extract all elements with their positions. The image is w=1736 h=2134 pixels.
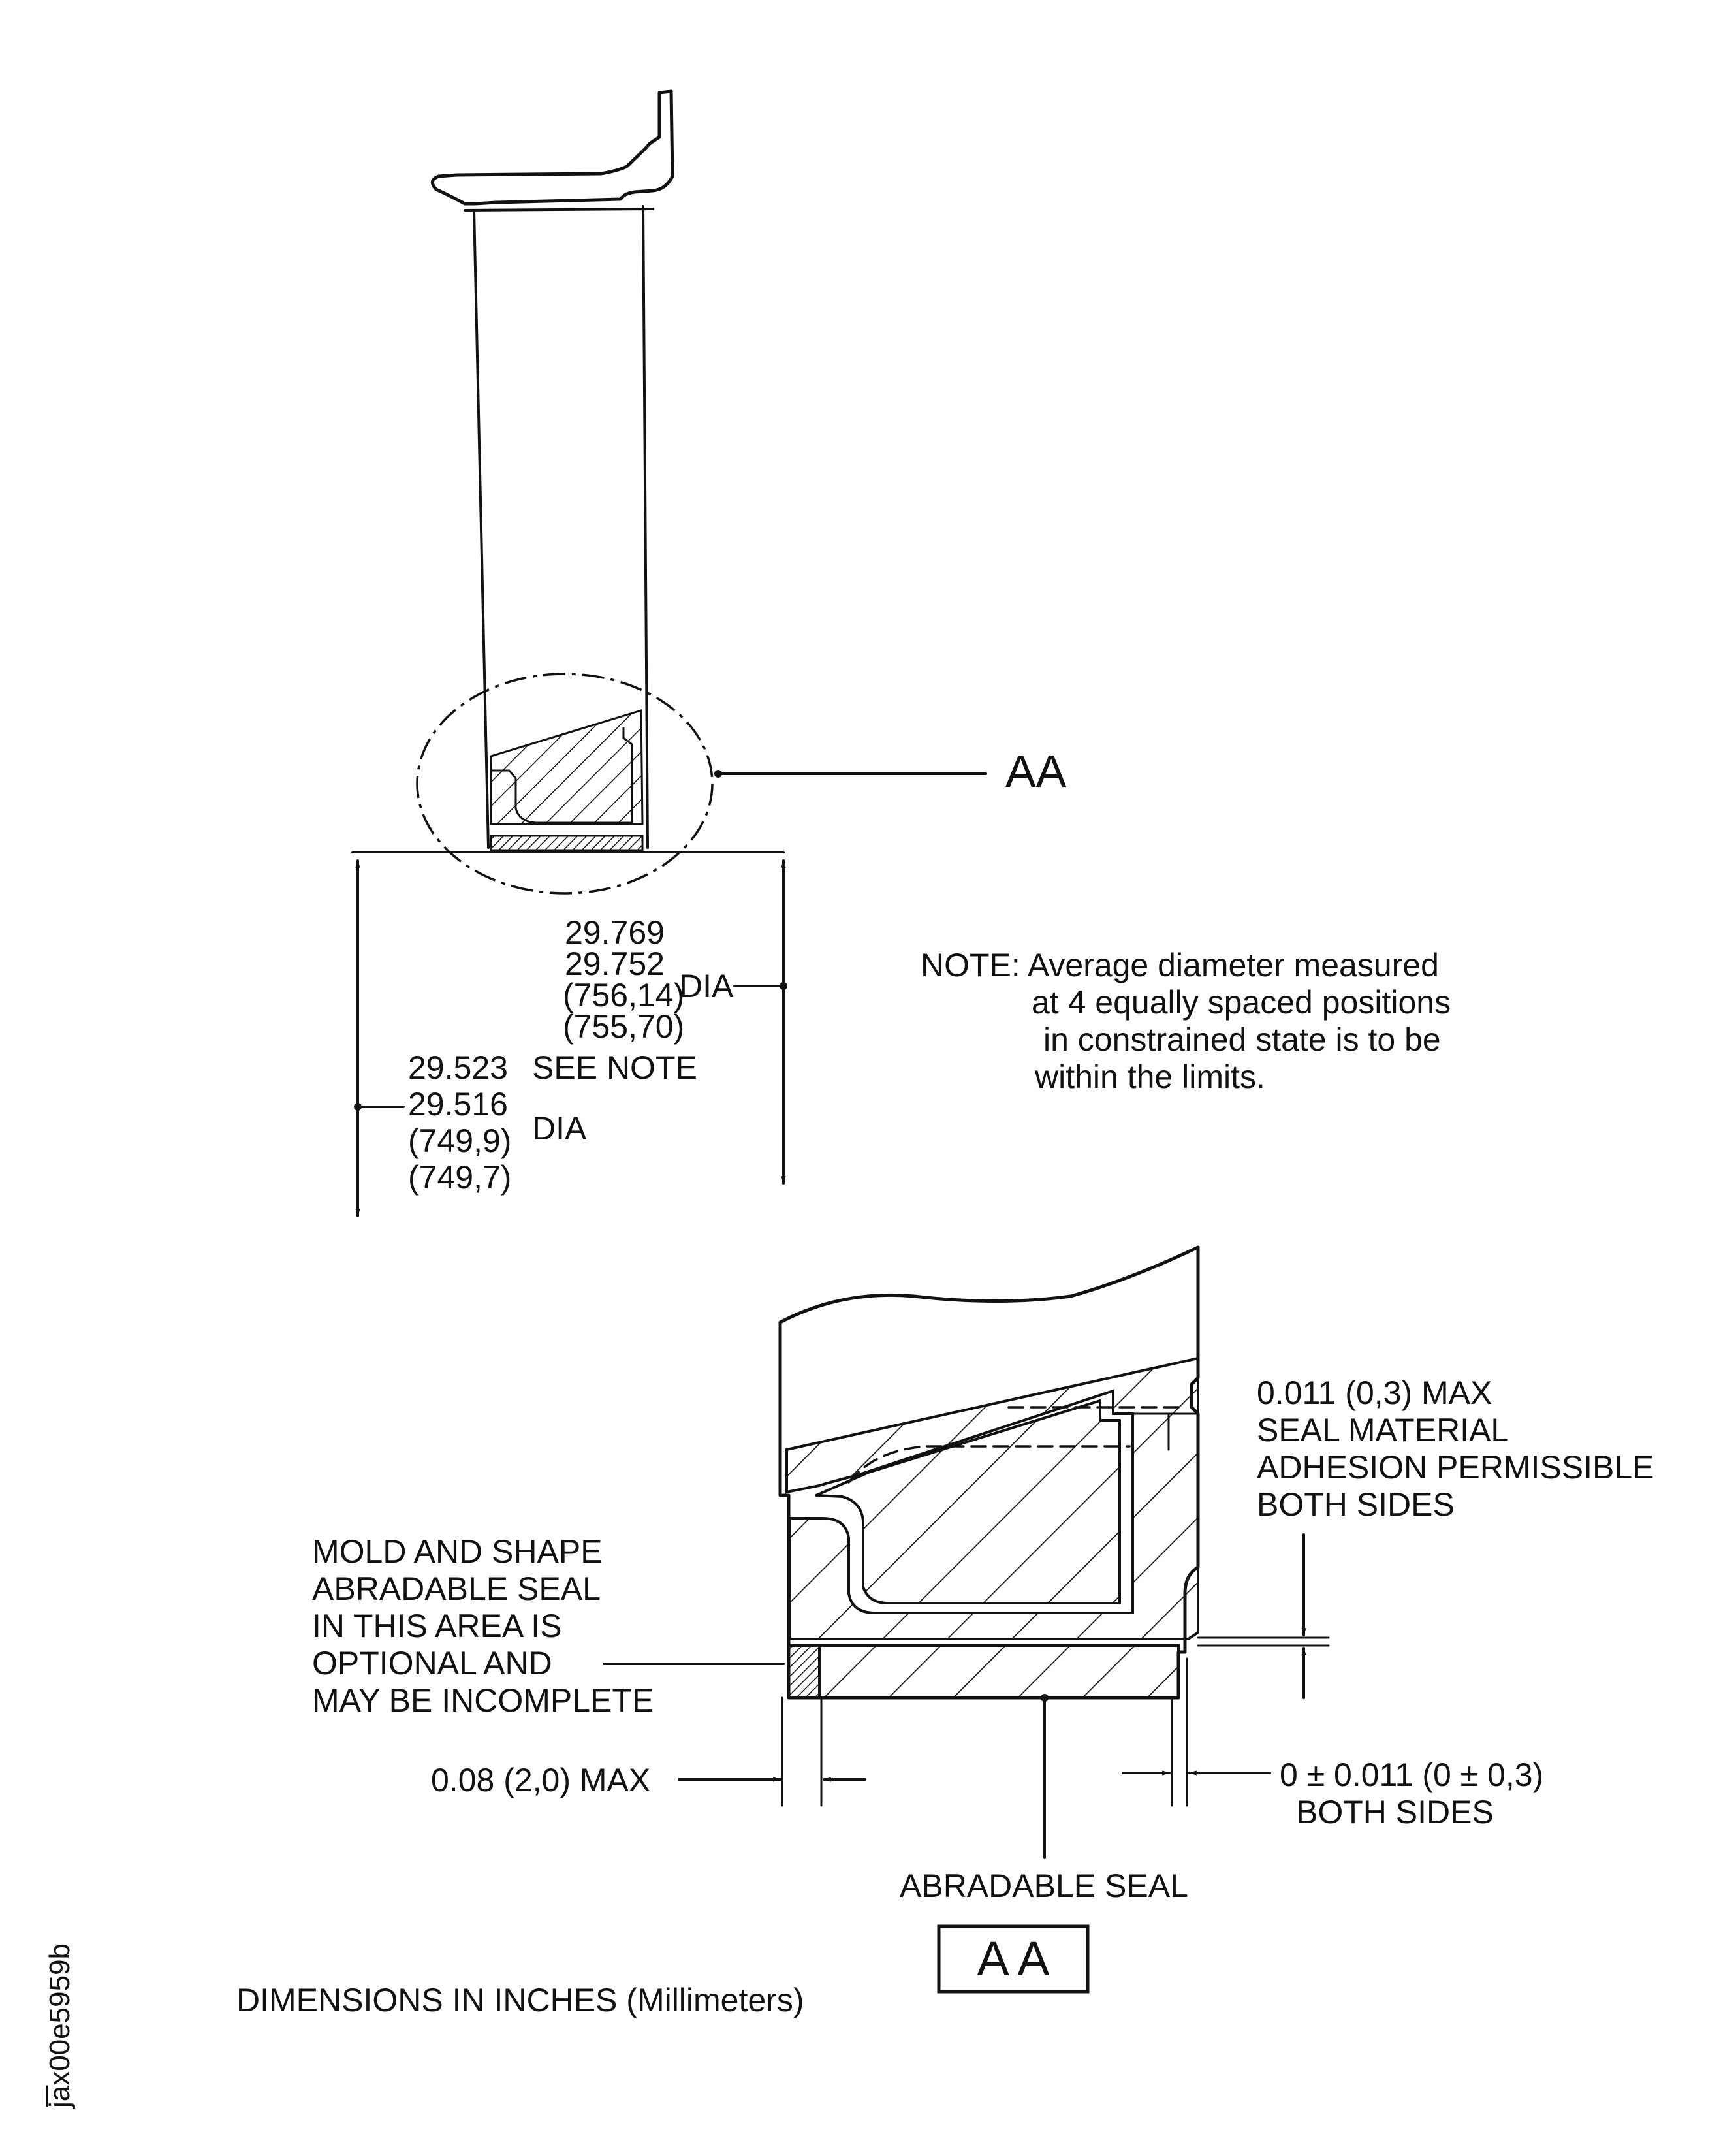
outer-dim-line1: 29.769 — [565, 914, 665, 951]
outer-dim-dia: DIA — [679, 968, 734, 1004]
mold-line1: MOLD AND SHAPE — [312, 1533, 603, 1570]
note-line3: in constrained state is to be — [1043, 1021, 1441, 1058]
callout-dot — [714, 770, 722, 778]
note-line1: NOTE: Average diameter measured — [921, 947, 1439, 983]
detail-circle — [416, 673, 714, 895]
part-elevation-view: AA 29.769 29.752 (756,14) (755,70) DIA 2… — [351, 89, 1451, 1217]
tolerance-line1: 0 ± 0.011 (0 ± 0,3) — [1280, 1757, 1543, 1793]
outer-dim-line2: 29.752 — [565, 946, 665, 982]
inner-dim-line1: 29.523 — [408, 1049, 508, 1086]
seal-label: ABRADABLE SEAL — [900, 1868, 1188, 1904]
optional-seal-area — [787, 1644, 821, 1699]
units-note: DIMENSIONS IN INCHES (Millimeters) — [236, 1982, 804, 2018]
adhesion-line3: ADHESION PERMISSIBLE — [1257, 1449, 1654, 1486]
inner-dim-dia: DIA — [532, 1110, 587, 1147]
inner-dim-see-note: SEE NOTE — [532, 1049, 697, 1086]
inner-dim-line2: 29.516 — [408, 1086, 508, 1123]
seal-leader-dot — [1041, 1694, 1049, 1702]
callout-label: AA — [1005, 746, 1067, 797]
body-right-edge — [642, 205, 649, 849]
seal-hatched-area — [490, 709, 644, 825]
adhesion-line1: 0.011 (0,3) MAX — [1257, 1375, 1492, 1411]
figure-id: jax00e5959b — [44, 1943, 76, 2109]
detail-hidden-lines — [847, 1406, 1186, 1484]
max-dim-label: 0.08 (2,0) MAX — [431, 1762, 650, 1798]
adhesion-line4: BOTH SIDES — [1257, 1486, 1455, 1523]
outer-dim-text: 29.769 29.752 (756,14) (755,70) DIA — [563, 914, 734, 1045]
adhesion-note: 0.011 (0,3) MAX SEAL MATERIAL ADHESION P… — [1257, 1375, 1654, 1523]
seal-pocket-outline — [490, 727, 633, 824]
outer-dim-line3: (756,14) — [563, 977, 684, 1013]
abradable-seal — [818, 1644, 1180, 1699]
detail-pocket-hatch — [863, 1401, 1120, 1603]
inner-dim-text: 29.523 SEE NOTE 29.516 DIA (749,9) (749,… — [408, 1049, 697, 1196]
mold-line5: MAY BE INCOMPLETE — [312, 1682, 654, 1719]
inner-dim-dot — [354, 1103, 362, 1111]
abradable-seal-strip — [490, 835, 644, 852]
tolerance-line2: BOTH SIDES — [1296, 1794, 1494, 1830]
note-line2: at 4 equally spaced positions — [1032, 984, 1451, 1021]
adhesion-line2: SEAL MATERIAL — [1257, 1412, 1509, 1448]
flange-band-line — [464, 208, 654, 212]
note-line4: within the limits. — [1034, 1059, 1265, 1095]
diameter-note: NOTE: Average diameter measured at 4 equ… — [921, 947, 1451, 1095]
section-label-box — [937, 1924, 1090, 1994]
mold-line2: ABRADABLE SEAL — [312, 1570, 601, 1607]
inner-dim-line4: (749,7) — [408, 1159, 511, 1196]
detail-main-hatch — [785, 1356, 1199, 1640]
mold-line3: IN THIS AREA IS — [312, 1608, 562, 1644]
mold-line4: OPTIONAL AND — [312, 1645, 552, 1681]
detail-view-aa: 0.011 (0,3) MAX SEAL MATERIAL ADHESION P… — [312, 1245, 1654, 1994]
inner-dim-line3: (749,9) — [408, 1123, 511, 1159]
body-left-edge — [473, 209, 490, 849]
outer-dim-line4: (755,70) — [563, 1008, 684, 1045]
mold-note: MOLD AND SHAPE ABRADABLE SEAL IN THIS AR… — [312, 1533, 654, 1719]
section-label: A A — [977, 1932, 1050, 1986]
top-flange — [430, 89, 674, 206]
outer-dim-dot — [780, 982, 787, 990]
